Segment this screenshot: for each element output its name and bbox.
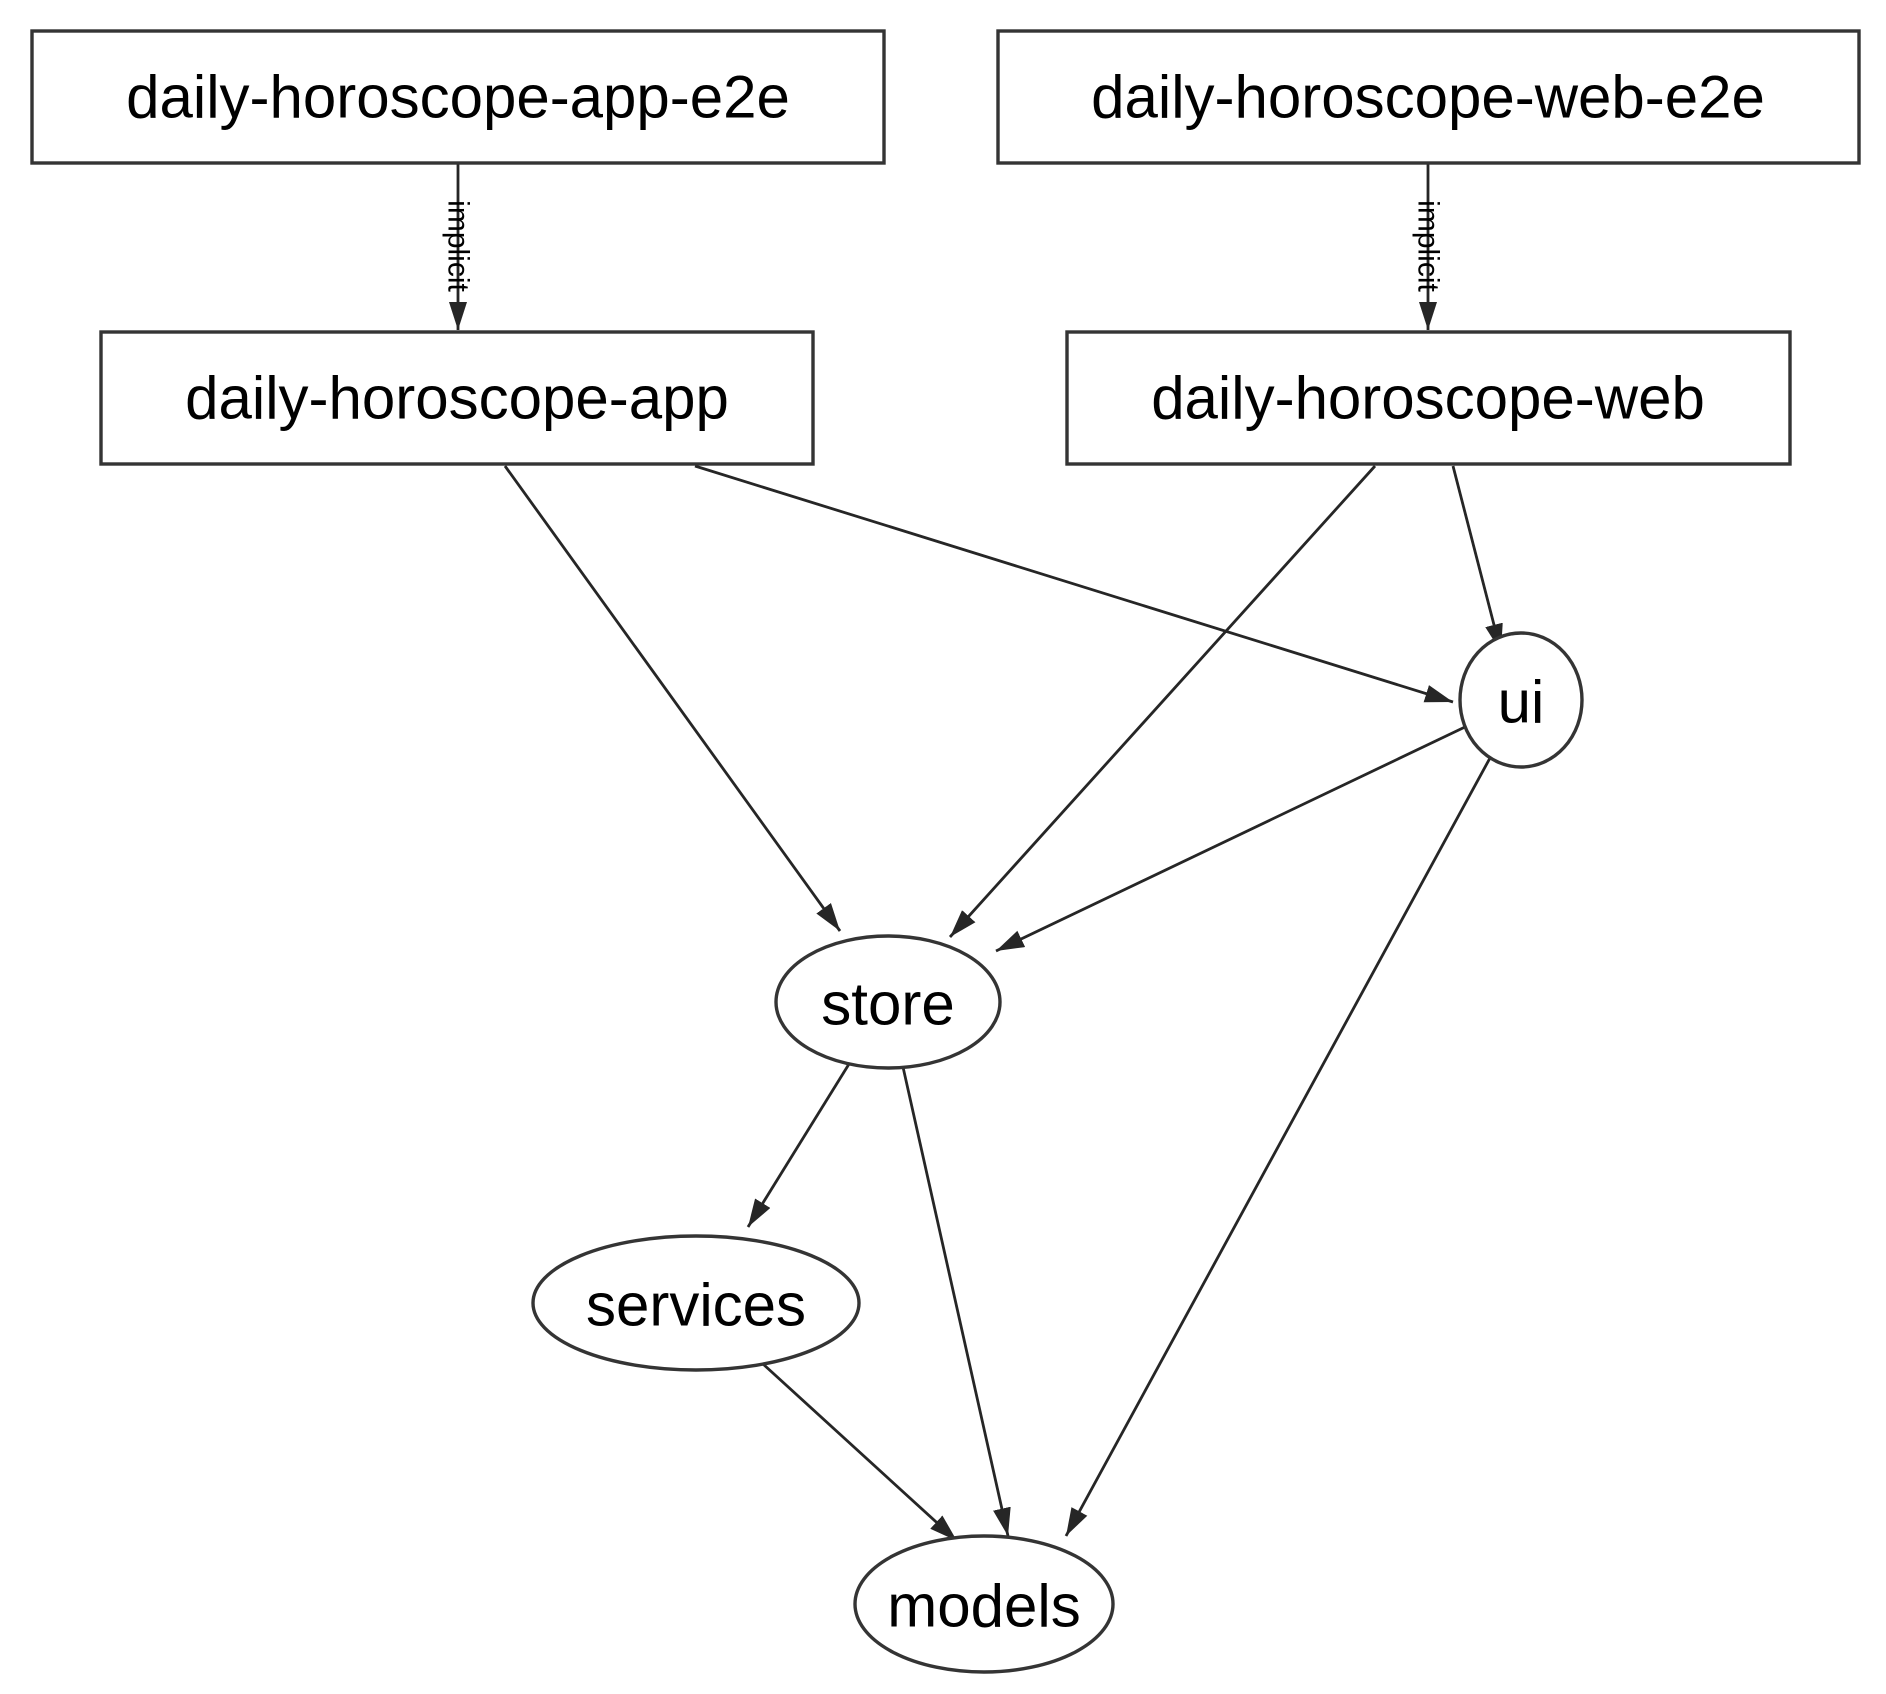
edge-label-implicit-web: implicit bbox=[1412, 200, 1445, 292]
node-label-services: services bbox=[586, 1272, 806, 1339]
node-label-ui: ui bbox=[1498, 669, 1545, 736]
node-ui[interactable] bbox=[1458, 631, 1584, 769]
node-daily-horoscope-web-e2e[interactable] bbox=[996, 29, 1861, 165]
node-services[interactable] bbox=[531, 1234, 861, 1372]
labels-layer: daily-horoscope-app-e2e daily-horoscope-… bbox=[126, 64, 1765, 1640]
edge-daily-horoscope-web-to-store bbox=[948, 465, 1377, 938]
edge-daily-horoscope-web-to-ui bbox=[1451, 465, 1503, 653]
node-store[interactable] bbox=[774, 934, 1002, 1070]
edges-layer bbox=[449, 163, 1503, 1543]
node-label-models: models bbox=[887, 1573, 1080, 1640]
node-label-store: store bbox=[821, 971, 954, 1038]
node-label-daily-horoscope-app: daily-horoscope-app bbox=[185, 365, 729, 432]
node-daily-horoscope-app-e2e[interactable] bbox=[30, 29, 886, 165]
edge-daily-horoscope-app-to-store bbox=[503, 465, 842, 932]
node-label-daily-horoscope-web: daily-horoscope-web bbox=[1151, 365, 1705, 432]
edge-daily-horoscope-app-to-ui bbox=[694, 464, 1454, 704]
edge-label-implicit-app: implicit bbox=[442, 200, 475, 292]
edge-ui-to-store bbox=[995, 725, 1466, 953]
node-daily-horoscope-web[interactable] bbox=[1065, 330, 1792, 466]
node-daily-horoscope-app[interactable] bbox=[99, 330, 815, 466]
edge-store-to-models bbox=[901, 1066, 1011, 1537]
node-models[interactable] bbox=[853, 1534, 1115, 1674]
node-label-daily-horoscope-web-e2e: daily-horoscope-web-e2e bbox=[1091, 64, 1765, 131]
edge-ui-to-models bbox=[1064, 757, 1492, 1537]
node-label-daily-horoscope-app-e2e: daily-horoscope-app-e2e bbox=[126, 64, 790, 131]
edge-services-to-models bbox=[762, 1362, 958, 1543]
edge-store-to-services bbox=[746, 1063, 851, 1228]
nodes-layer bbox=[30, 29, 1861, 1674]
